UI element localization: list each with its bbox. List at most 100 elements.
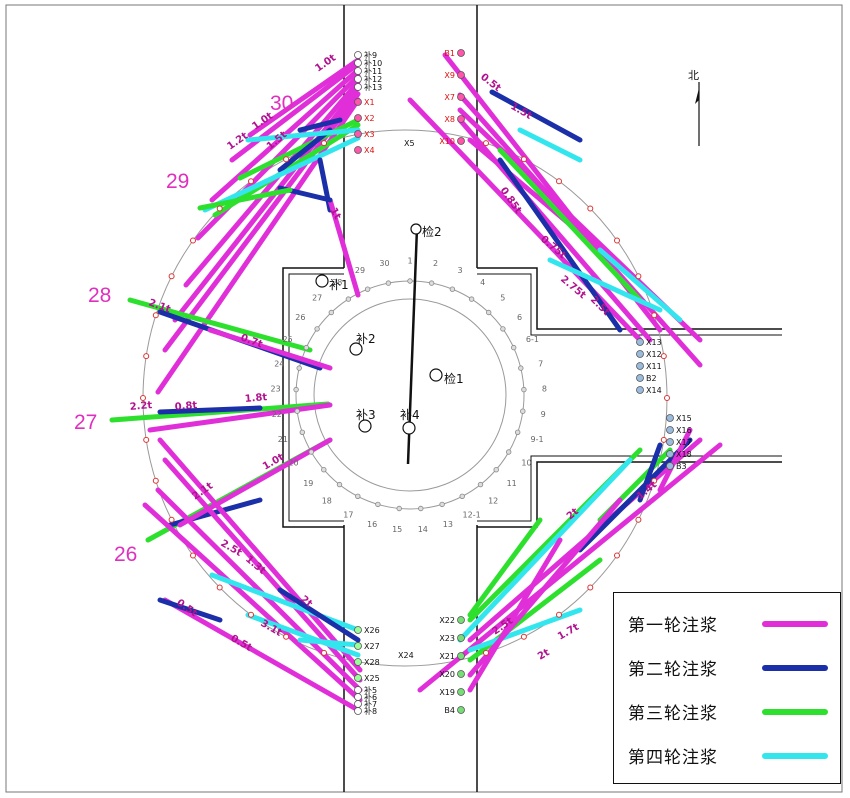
inspect-label-1: 检1 — [444, 371, 464, 386]
ring-hole — [308, 449, 314, 455]
right-lower-label: X18 — [676, 450, 692, 459]
right-top-label: X7 — [444, 93, 455, 102]
ring-number: 9 — [541, 410, 546, 419]
grout-line — [142, 502, 363, 703]
grout-line — [457, 457, 633, 643]
bottom-right-hole — [457, 706, 465, 714]
bottom-left-small-label: 补5 — [364, 685, 377, 695]
legend-swatch — [762, 665, 828, 671]
grout-line — [202, 135, 361, 213]
ring-hole — [418, 505, 424, 512]
top-left-hole — [354, 51, 362, 59]
fill-hole-3 — [358, 419, 372, 433]
bottom-right-label: X22 — [439, 616, 455, 625]
ring-number: 10 — [521, 458, 531, 467]
outer-hole — [556, 178, 562, 185]
outer-hole — [614, 552, 620, 559]
ring-number: 11 — [507, 479, 517, 488]
ring-hole — [486, 309, 492, 316]
bottom-left-small-hole — [354, 686, 362, 694]
ring-hole — [407, 278, 413, 284]
right-mid-hole — [636, 338, 644, 346]
grout-line — [637, 442, 663, 503]
outer-hole — [248, 178, 254, 185]
grout-line — [467, 607, 583, 653]
ring-hole — [511, 344, 517, 351]
right-top-label: X10 — [439, 137, 455, 146]
ring-hole — [500, 326, 506, 332]
row-number-30: 30 — [270, 92, 294, 115]
grout-line — [467, 497, 623, 678]
ring-hole — [506, 449, 512, 455]
x-left-label: X3 — [364, 130, 375, 139]
outer-hole — [651, 477, 658, 484]
ring-number: 20 — [288, 458, 298, 467]
ring-hole — [477, 481, 484, 488]
outer-hole — [321, 140, 327, 147]
ring-hole — [396, 505, 402, 512]
right-top-hole — [457, 115, 465, 123]
bottom-right-hole — [457, 670, 465, 678]
bottom-right-label: B4 — [444, 706, 455, 715]
grout-line — [517, 127, 583, 163]
bottom-left-small-label: 补6 — [364, 692, 377, 702]
ring-hole — [385, 280, 392, 286]
bottom-left-label: X27 — [364, 642, 380, 651]
grout-line — [197, 187, 293, 211]
legend-label: 第三轮注浆 — [628, 704, 718, 724]
ring-hole — [459, 493, 465, 499]
outer-hole — [635, 516, 642, 523]
bottom-left-small-label: 补8 — [364, 706, 377, 716]
bottom-left-label: X25 — [364, 674, 380, 683]
ring-hole — [328, 309, 334, 316]
outer-hole — [651, 312, 658, 319]
bottom-left-small-hole — [354, 700, 362, 708]
right-mid-label: X12 — [646, 350, 662, 359]
ring-hole — [493, 467, 499, 473]
ring-hole — [293, 386, 299, 393]
right-top-hole — [457, 71, 465, 79]
ring-hole — [321, 467, 327, 473]
volume-label: 1.8t — [244, 392, 268, 405]
right-mid-label: X14 — [646, 386, 662, 395]
volume-label: 1t — [327, 206, 343, 222]
legend-label: 第二轮注浆 — [628, 660, 718, 680]
grout-line — [177, 437, 333, 528]
grout-line — [577, 437, 693, 553]
legend: 第一轮注浆 第二轮注浆 第三轮注浆 第四轮注浆 — [613, 592, 841, 784]
right-lower-hole — [666, 426, 674, 434]
outer-frame — [5, 4, 843, 793]
legend-label: 第一轮注浆 — [628, 616, 718, 636]
ring-number: 25 — [283, 335, 293, 344]
grout-line — [497, 147, 643, 303]
row-number-26: 26 — [114, 543, 138, 566]
grout-line — [297, 637, 361, 648]
ring-hole — [375, 501, 381, 508]
bottom-right-hole — [457, 634, 465, 642]
legend-item-round2: 第二轮注浆 — [614, 651, 840, 681]
ring-number: 3 — [457, 266, 462, 275]
grout-line — [277, 127, 333, 173]
outer-hole — [483, 140, 489, 147]
legend-swatch — [762, 753, 828, 759]
ring-number: 6-1 — [526, 335, 539, 344]
x-left-hole — [354, 114, 362, 122]
row-number-27: 27 — [74, 411, 98, 434]
x24-label: X24 — [398, 651, 414, 660]
outer-hole — [660, 353, 667, 360]
ring-number: 21 — [278, 435, 288, 444]
outer-hole — [168, 516, 175, 523]
grout-line — [297, 117, 343, 133]
right-lower-hole — [666, 414, 674, 422]
legend-item-round4: 第四轮注浆 — [614, 739, 840, 769]
ring-number: 8 — [542, 385, 547, 394]
top-left-label: 补10 — [364, 58, 382, 68]
ring-hole — [336, 481, 343, 488]
bottom-left-label: X26 — [364, 626, 380, 635]
right-top-hole — [457, 137, 465, 145]
bottom-right-hole — [457, 652, 465, 660]
ring-number: 4 — [480, 278, 485, 287]
ring-holes — [140, 140, 670, 656]
